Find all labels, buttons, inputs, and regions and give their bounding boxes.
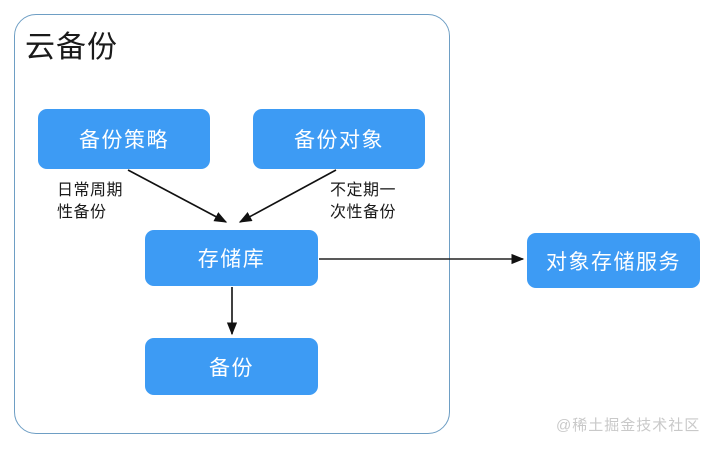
cloud-backup-group-box <box>14 14 450 434</box>
edge-label-ad-hoc-one-time-backup: 不定期一 次性备份 <box>330 182 397 221</box>
node-backup-object[interactable]: 备份对象 <box>253 109 425 169</box>
cloud-backup-group-title: 云备份 <box>25 31 118 64</box>
edge-label-daily-periodic-backup: 日常周期 性备份 <box>57 182 124 221</box>
node-object-storage-service[interactable]: 对象存储服务 <box>527 233 700 288</box>
node-backup-policy[interactable]: 备份策略 <box>38 109 210 169</box>
node-vault[interactable]: 存储库 <box>145 230 318 286</box>
watermark: @稀土掘金技术社区 <box>556 417 701 434</box>
node-backup[interactable]: 备份 <box>145 338 318 395</box>
